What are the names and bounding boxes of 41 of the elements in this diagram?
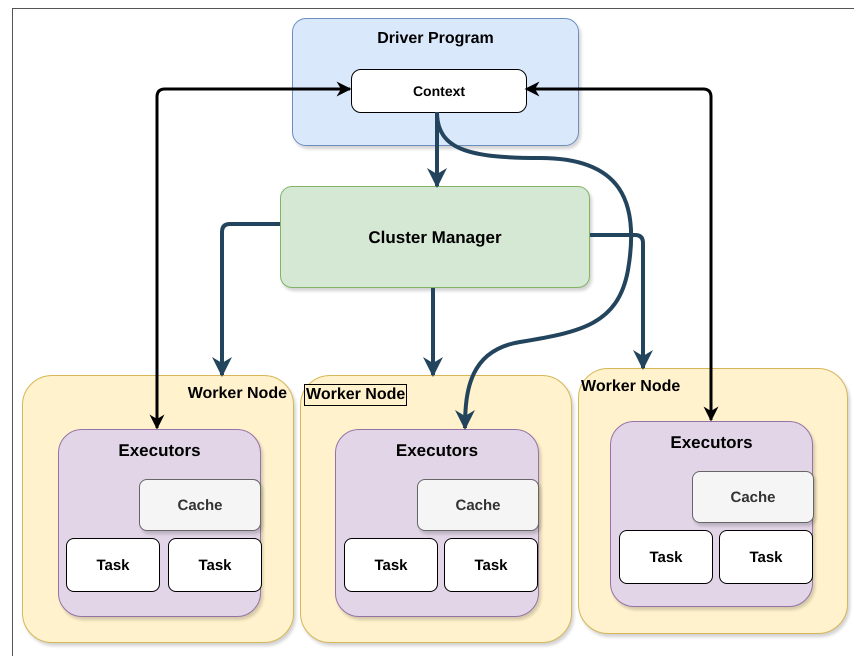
box-label: Task [197, 558, 233, 572]
context-box [351, 69, 527, 113]
executors-box [58, 429, 261, 617]
box-label: Cache [454, 498, 502, 512]
task-box [719, 530, 813, 584]
worker-node-box [300, 375, 572, 643]
task-box [66, 538, 160, 592]
box-label: Task [473, 558, 509, 572]
worker-node-box [22, 375, 294, 643]
arrow [524, 82, 718, 422]
arrow [150, 82, 352, 430]
box-title: Worker Node [188, 386, 287, 402]
cache-box [692, 471, 814, 523]
task-box [168, 538, 262, 592]
box-label: Cache [729, 490, 777, 504]
box-title: Executors [117, 442, 202, 459]
box-label: Context [412, 84, 466, 98]
arrow [423, 288, 443, 377]
box-title: Executors [669, 434, 754, 451]
box-label: Task [648, 550, 684, 564]
worker-node-box [578, 368, 848, 634]
box-label: Task [95, 558, 131, 572]
executors-box [335, 429, 539, 617]
box-title: Worker Node [304, 384, 408, 406]
task-box [619, 530, 713, 584]
arrow [212, 222, 280, 377]
arrow [590, 233, 653, 370]
box-label: Cluster Manager [367, 228, 503, 246]
cluster-manager-box [280, 186, 590, 288]
box-label: Task [373, 558, 409, 572]
cache-box [417, 479, 539, 531]
executors-box [610, 421, 813, 607]
box-label: Cache [176, 498, 224, 512]
task-box [444, 538, 538, 592]
driver-program-box [292, 18, 579, 146]
task-box [344, 538, 438, 592]
cache-box [139, 479, 261, 531]
box-title: Driver Program [376, 31, 495, 47]
box-title: Executors [394, 442, 480, 459]
box-label: Task [748, 550, 784, 564]
box-title: Worker Node [581, 379, 680, 395]
